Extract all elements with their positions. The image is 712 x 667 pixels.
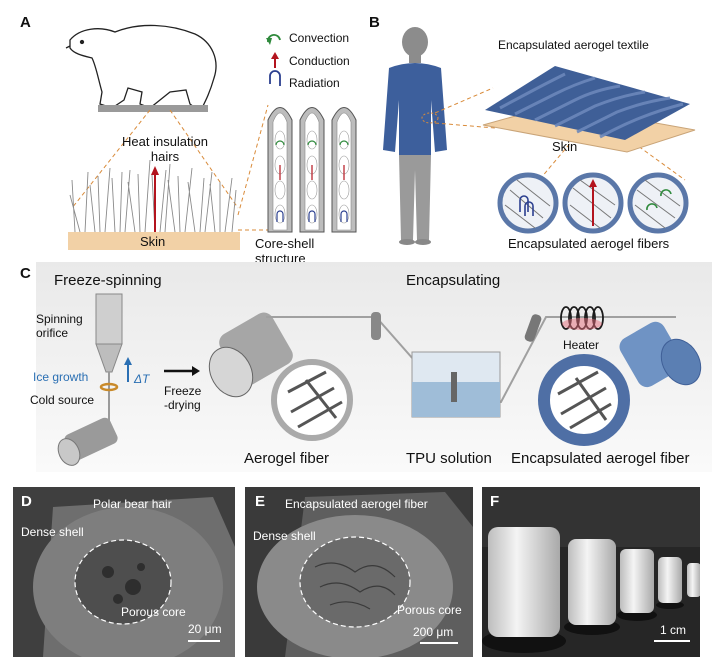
panel-label-f: F (490, 493, 500, 510)
cold-ring (99, 382, 119, 392)
dense-shell-label-e: Dense shell (253, 529, 316, 543)
panel-label-e: E (255, 493, 266, 510)
panel-d: D Polar bear hair Dense shell Porous cor… (13, 487, 235, 657)
panel-e: E Encapsulated aerogel fiber Dense shell… (245, 487, 473, 657)
dense-shell-label-d: Dense shell (21, 525, 84, 539)
hair-field (69, 159, 237, 233)
yarn-spools (482, 527, 700, 653)
ice-growth-label: Ice growth (33, 370, 89, 384)
porous-core-outline-e (299, 536, 411, 628)
heater-label: Heater (563, 338, 600, 352)
panel-label-a: A (20, 14, 31, 31)
panel-label-b: B (369, 14, 380, 31)
person-silhouette (383, 27, 447, 245)
tpu-solution-label: TPU solution (406, 450, 492, 467)
polar-bear-illustration (65, 24, 217, 111)
aerogel-spool (208, 312, 353, 441)
tpu-bath (411, 351, 501, 418)
aerogel-fiber-label: Aerogel fiber (244, 450, 330, 467)
aerogel-textile (485, 66, 690, 140)
encapsulating-label: Encapsulating (406, 272, 501, 289)
bear-ground (98, 105, 208, 112)
fiber-circles (497, 172, 689, 234)
panel-b-graphic (383, 27, 696, 245)
skin-label-b: Skin (552, 139, 578, 154)
sem-image-d (13, 487, 235, 657)
panel-label-d: D (21, 493, 32, 510)
panel-f: F 1 cm (482, 487, 700, 657)
scale-label-f: 1 cm (660, 623, 687, 637)
encapsulated-spool (538, 321, 702, 446)
freeze-spinning-label: Freeze-spinning (54, 272, 162, 289)
radiation-icon (269, 70, 281, 86)
fibers-caption: Encapsulated aerogel fibers (508, 236, 670, 251)
panel-b: Encapsulated aerogel textile Skin Encaps… (365, 0, 712, 260)
core-shell-hairs (267, 107, 357, 233)
cold-source-label: Cold source (30, 393, 95, 407)
legend-radiation: Radiation (289, 76, 340, 90)
panel-a: Convection Conduction Radiation Heat ins… (0, 0, 365, 266)
legend-conduction: Conduction (289, 54, 350, 68)
roller-2 (524, 314, 542, 342)
encapsulated-fiber-title: Encapsulated aerogel fiber (285, 497, 428, 511)
small-spool (57, 417, 118, 466)
scale-bar-e (420, 642, 458, 644)
roller-1 (371, 312, 381, 340)
heat-insulation-hairs-label: Heat insulation hairs (122, 134, 208, 164)
legend-convection: Convection (289, 31, 350, 45)
porous-core-outline-d (74, 539, 172, 625)
porous-core-label-e: Porous core (397, 603, 462, 617)
textile-title: Encapsulated aerogel textile (498, 38, 649, 52)
panel-label-c: C (20, 265, 31, 282)
skin-label-a: Skin (140, 234, 166, 249)
scale-bar-d (188, 640, 220, 642)
panel-a-graphic (65, 24, 357, 250)
delta-t-label: ΔT (134, 372, 150, 386)
panel-c: Freeze-spinning Encapsulating Spinning o… (30, 262, 712, 472)
scale-label-e: 200 μm (413, 625, 454, 639)
scale-bar-f (654, 640, 690, 642)
skin-bar-a (68, 232, 240, 250)
porous-core-label-d: Porous core (121, 605, 186, 619)
scale-label-d: 20 μm (188, 622, 222, 636)
photo-spools (482, 487, 700, 657)
spinning-orifice (95, 293, 123, 422)
encapsulated-fiber-label: Encapsulated aerogel fiber (511, 450, 690, 467)
sem-image-e (245, 487, 473, 657)
panel-c-graphic (57, 293, 702, 466)
freeze-drying-label: Freeze -drying (164, 384, 202, 412)
polar-bear-hair-title: Polar bear hair (93, 497, 172, 511)
spinning-orifice-label: Spinning orifice (36, 312, 83, 340)
